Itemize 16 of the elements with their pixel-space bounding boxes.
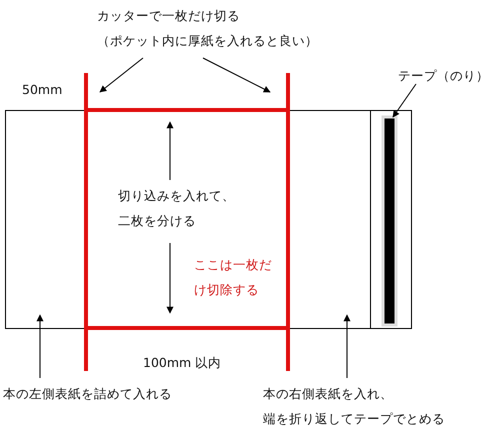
arrow [392,84,416,118]
arrow [202,58,271,92]
instruction-text: （ポケット内に厚紙を入れると良い） [97,32,318,50]
arrow [99,58,144,92]
instruction-text: カッターで一枚だけ切る [97,7,241,25]
dimension-label: 50mm [22,81,62,99]
arrow [344,314,350,378]
arrow [36,314,44,378]
instruction-text: 端を折り返してテープでとめる [263,410,445,428]
note-text: ここは一枚だけ切除する [194,256,273,299]
note-text: 切り込みを入れて、二枚を分ける [118,187,236,230]
instruction-text: 本の右側表紙を入れ、 [263,385,394,403]
dimension-label: 100mm 以内 [143,354,222,372]
tape-label: テープ（のり） [398,67,489,85]
tape-strip [382,116,398,326]
instruction-text: 本の左側表紙を詰めて入れる [3,385,172,403]
